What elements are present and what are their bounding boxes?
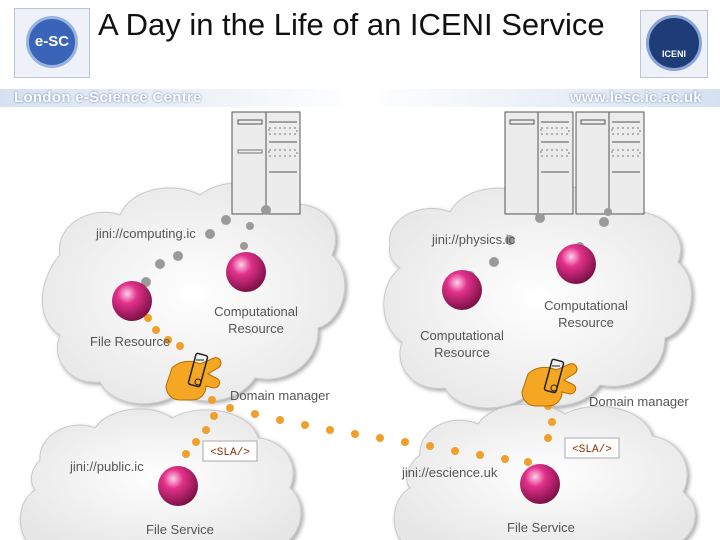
domain-manager-hand-icon-left [165, 352, 222, 401]
cloud-public [19, 408, 302, 540]
logo-iceni-seal [646, 15, 702, 71]
node-escience-file-service [520, 464, 560, 504]
label-domain-manager-1: Domain manager [230, 388, 330, 403]
logo-iceni: ICENI [640, 10, 708, 78]
label-file-service-1: File Service [146, 522, 214, 537]
cloud-label-physics: jini://physics.ic [431, 232, 516, 247]
domain-connector-left [144, 314, 184, 350]
slide-title: A Day in the Life of an ICENI Service [98, 7, 605, 42]
node-physics-1 [556, 244, 596, 284]
logo-lesc: e-SC [14, 8, 90, 78]
server-3 [575, 111, 645, 215]
cloud-computing [41, 182, 346, 405]
sla-box-left-frame [202, 440, 258, 462]
logo-lesc-text: e-SC [34, 33, 70, 50]
server-1 [231, 111, 301, 215]
sla-label-left: <SLA/> [210, 447, 250, 459]
domain-manager-hand-icon-right [521, 358, 578, 407]
node-physics-2 [442, 270, 482, 310]
cloud-label-computing: jini://computing.ic [95, 226, 196, 241]
server-2 [504, 111, 574, 215]
banner: London e-Science Centre www.lesc.ic.ac.u… [0, 89, 720, 107]
label-file-resource: File Resource [90, 334, 170, 349]
sla-link [182, 396, 556, 466]
cloud-label-escience: jini://escience.uk [401, 465, 498, 480]
sla-box-right-frame [564, 437, 620, 459]
server-link-1 [141, 205, 271, 287]
node-computing-1 [226, 252, 266, 292]
cloud-label-public: jini://public.ic [69, 459, 144, 474]
logo-lesc-ring [26, 16, 78, 68]
node-file-resource [112, 281, 152, 321]
label-domain-manager-2: Domain manager [589, 394, 689, 409]
label-file-service-2: File Service [507, 520, 575, 535]
node-public-file-service [158, 466, 198, 506]
logo-iceni-text: ICENI [661, 49, 686, 59]
sla-label-right: <SLA/> [572, 444, 612, 456]
banner-org: London e-Science Centre [14, 89, 202, 106]
banner-url[interactable]: www.lesc.ic.ac.uk [569, 89, 702, 106]
